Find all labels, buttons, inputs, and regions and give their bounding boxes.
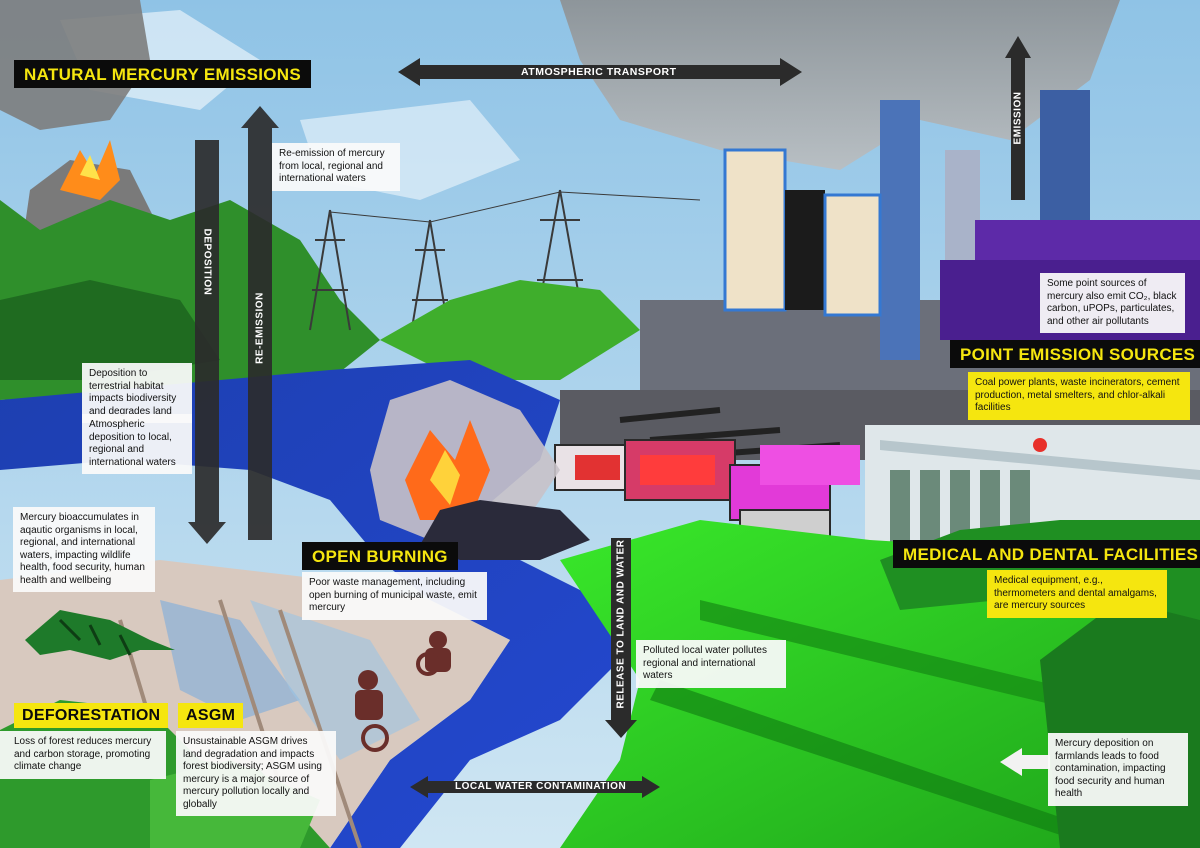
- natural-emissions-heading: NATURAL MERCURY EMISSIONS: [14, 60, 312, 88]
- volcano-fire-core: [80, 155, 100, 180]
- terrestrial-deposition-note: Deposition to terrestrial habitat impact…: [82, 363, 192, 423]
- mining-pool: [160, 600, 300, 720]
- point-sources-other-pollutants-note: Some point sources of mercury also emit …: [1040, 273, 1185, 333]
- farmland-arrow: [1000, 748, 1050, 776]
- deforestation-heading: DEFORESTATION: [14, 703, 169, 728]
- emission-arrow: [1005, 36, 1031, 200]
- emission-label: EMISSION: [1012, 91, 1024, 145]
- asgm-note: Unsustainable ASGM drives land degradati…: [176, 731, 336, 816]
- atmospheric-deposition-note: Atmospheric deposition to local, regiona…: [82, 414, 192, 474]
- industrial-smoke: [560, 0, 1120, 170]
- local-water-label: LOCAL WATER CONTAMINATION: [455, 781, 627, 792]
- re-emission-label: RE-EMISSION: [254, 292, 266, 364]
- medical-facilities-heading: MEDICAL AND DENTAL FACILITIES: [893, 540, 1200, 568]
- re-emission-arrow: [241, 106, 279, 540]
- forest-left-shadow: [0, 280, 220, 380]
- re-emission-note: Re-emission of mercury from local, regio…: [272, 143, 400, 191]
- forest-middle: [380, 280, 640, 380]
- polluted-water-note: Polluted local water pollutes regional a…: [636, 640, 786, 688]
- field-rows: [650, 680, 1150, 848]
- atmospheric-transport-label: ATMOSPHERIC TRANSPORT: [521, 66, 677, 78]
- farmland-note: Mercury deposition on farmlands leads to…: [1048, 733, 1188, 806]
- mining-pool: [250, 600, 420, 760]
- houses: [554, 439, 860, 551]
- local-water-arrow: [410, 776, 660, 798]
- bioaccumulation-note: Mercury bioaccumulates in aqautic organi…: [13, 507, 155, 592]
- open-burning-heading: OPEN BURNING: [302, 542, 458, 570]
- medical-note: Medical equipment, e.g., thermometers an…: [987, 570, 1167, 618]
- release-arrow: [605, 538, 637, 738]
- lizard: [25, 610, 175, 660]
- deposition-arrow: [188, 140, 226, 544]
- deforestation-note: Loss of forest reduces mercury and carbo…: [0, 731, 166, 779]
- power-pylons: [309, 189, 701, 341]
- release-label: RELEASE TO LAND AND WATER: [615, 539, 627, 709]
- miners: [355, 631, 451, 752]
- open-burning-note: Poor waste management, including open bu…: [302, 572, 487, 620]
- open-burning-fire: [370, 380, 590, 560]
- asgm-heading: ASGM: [178, 703, 244, 728]
- atmospheric-transport-arrow: [398, 58, 802, 86]
- point-sources-note: Coal power plants, waste incinerators, c…: [968, 372, 1190, 420]
- point-emission-heading: POINT EMISSION SOURCES: [950, 340, 1200, 368]
- deposition-label: DEPOSITION: [201, 228, 213, 296]
